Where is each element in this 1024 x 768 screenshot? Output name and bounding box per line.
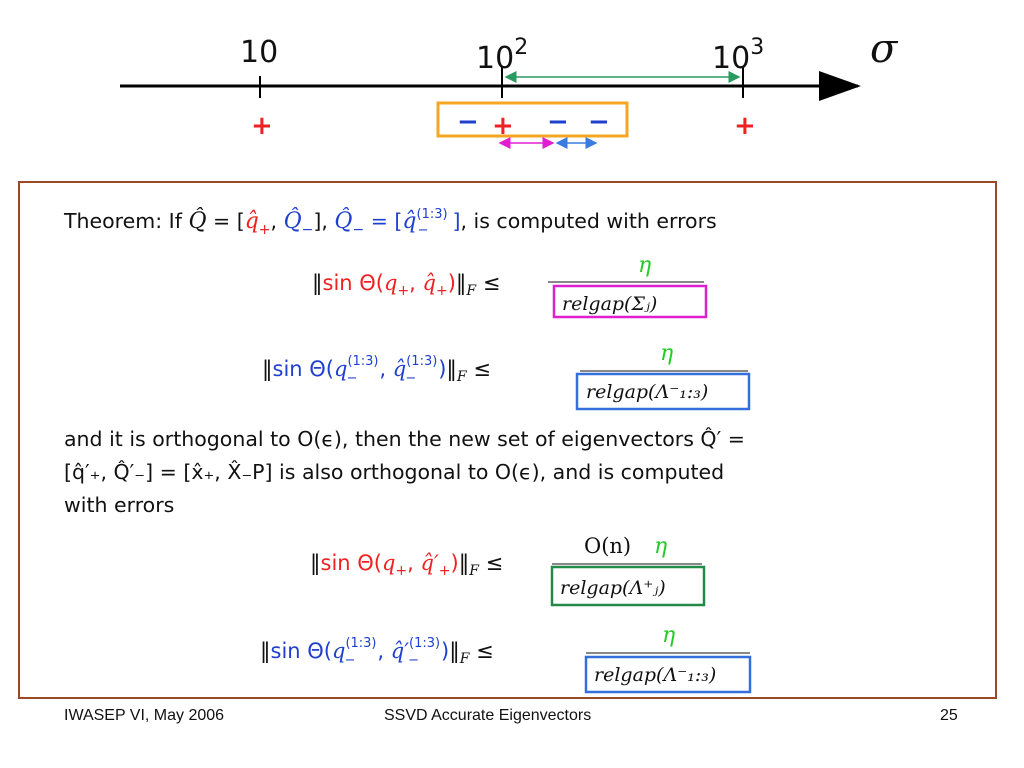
svg-text:‖sin Θ(q+, q̂+)‖F ≤: ‖sin Θ(q+, q̂+)‖F ≤ [312,271,500,299]
sigma-label: σ [870,26,899,72]
svg-text:relgap(Λ⁺ⱼ): relgap(Λ⁺ⱼ) [560,577,666,599]
relgap-box-4 [584,655,752,694]
marker-minus-1: − [457,107,479,137]
relgap-box-1 [552,284,708,319]
relgap-box-3 [550,565,706,607]
marker-minus-2: − [547,107,569,137]
theorem-line: Theorem: If Q̂ = [q̂+, Q̂−], Q̂− = [q̂(1… [63,207,717,238]
tick-label-10: 10 [240,35,278,70]
equation-4: ‖sin Θ(q(1:3)−, q̂′(1:3)−)‖F ≤ η relgap(… [260,623,752,694]
equation-3: ‖sin Θ(q+, q̂′+)‖F ≤ O(n) η relgap(Λ⁺ⱼ) [310,534,706,607]
sigma-axis-diagram: 10 102 103 σ + − + − − + [120,26,899,149]
svg-text:‖sin Θ(q(1:3)−, q̂′(1:3)−)‖F ≤: ‖sin Θ(q(1:3)−, q̂′(1:3)−)‖F ≤ [260,636,494,668]
svg-text:relgap(Σⱼ): relgap(Σⱼ) [562,293,657,315]
equation-1: ‖sin Θ(q+, q̂+)‖F ≤ η relgap(Σⱼ) [312,253,708,319]
middle-paragraph: and it is orthogonal to O(ϵ), then the n… [64,426,745,517]
footer-left: IWASEP VI, May 2006 [64,707,225,724]
svg-text:‖sin Θ(q+, q̂′+)‖F ≤: ‖sin Θ(q+, q̂′+)‖F ≤ [310,551,503,579]
svg-text:η: η [654,534,667,559]
svg-text:relgap(Λ⁻₁:₃): relgap(Λ⁻₁:₃) [586,381,708,403]
svg-text:η: η [660,341,673,366]
tick-label-100: 102 [476,35,528,76]
svg-text:‖sin Θ(q(1:3)−, q̂(1:3)−)‖F ≤: ‖sin Θ(q(1:3)−, q̂(1:3)−)‖F ≤ [262,354,491,386]
tick-label-1000: 103 [712,35,764,76]
svg-text:η: η [638,253,651,278]
footer-center: SSVD Accurate Eigenvectors [384,707,592,724]
svg-text:[q̂′₊, Q̂′₋] = [x̂₊, X̂₋P] is: [q̂′₊, Q̂′₋] = [x̂₊, X̂₋P] is also ortho… [64,459,724,484]
equation-2: ‖sin Θ(q(1:3)−, q̂(1:3)−)‖F ≤ η relgap(Λ… [262,341,751,411]
marker-minus-3: − [588,107,610,137]
svg-text:with errors: with errors [64,493,174,517]
svg-text:and it is orthogonal to O(ϵ),: and it is orthogonal to O(ϵ), then the n… [64,426,745,451]
svg-text:Theorem: If Q̂ = [q̂+,: Theorem: If Q̂ = [q̂+, Q̂−], Q̂− = [q̂(1… [63,207,717,238]
cluster-box [436,101,629,138]
marker-plus-2: + [492,111,514,141]
marker-plus-3: + [734,111,756,141]
marker-plus-1: + [251,111,273,141]
svg-text:η: η [662,623,675,648]
svg-text:O(n): O(n) [584,534,631,558]
relgap-box-2 [575,372,751,411]
svg-text:relgap(Λ⁻₁:₃): relgap(Λ⁻₁:₃) [594,664,716,686]
theorem-box [18,181,997,699]
page-number: 25 [940,707,958,724]
